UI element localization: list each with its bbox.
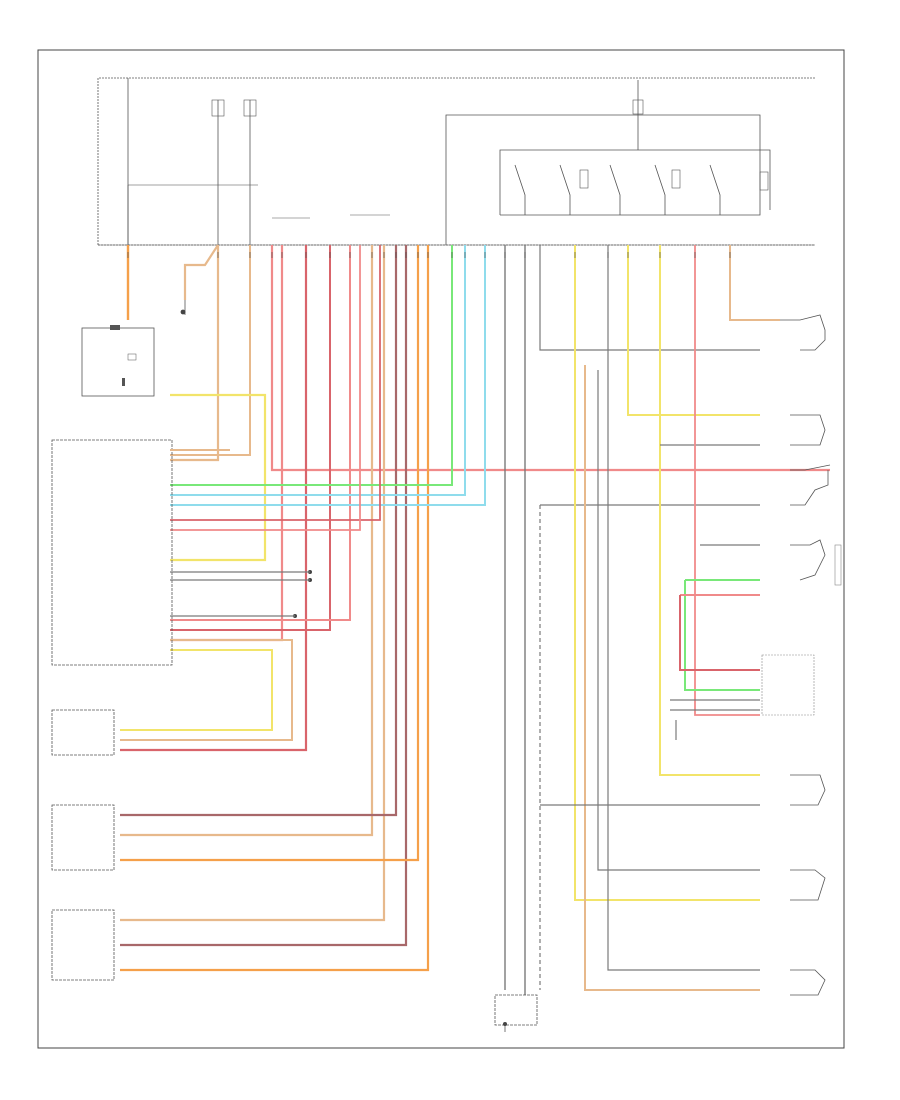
wire-bundle-left [120,244,830,972]
body-control-module-box [51,439,173,666]
diagram-frame [37,49,845,1049]
passenger-door-lock-actuator [51,909,115,981]
wire-bundle-right [504,245,780,995]
left-modules [51,300,312,981]
fuse-block [97,77,815,246]
door-lock-switch-left [51,709,115,756]
ground-module [494,994,538,1032]
door-lock-relay-module [445,80,771,245]
driver-door-lock-actuator [51,804,115,871]
connector-pins [127,252,731,258]
door-lock-switches-right [761,314,842,996]
security-indicator-box [81,327,155,397]
